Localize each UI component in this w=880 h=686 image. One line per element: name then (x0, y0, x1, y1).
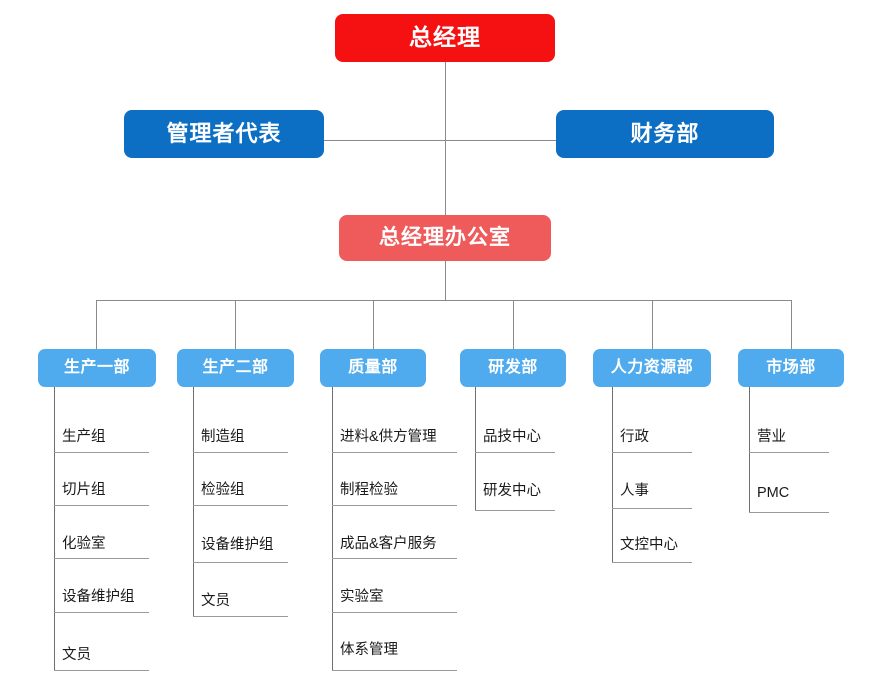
node-department-marketing[interactable]: 市场部 (738, 349, 844, 387)
node-management-representative[interactable]: 管理者代表 (124, 110, 324, 158)
subitem-5-3[interactable]: 文控中心 (620, 537, 678, 553)
subitem-1-1[interactable]: 生产组 (62, 429, 106, 445)
connector-subspine-6 (749, 387, 750, 512)
connector-drop-dept-5 (652, 300, 653, 349)
connector-subline-3-5 (332, 670, 457, 671)
subitem-6-2[interactable]: PMC (757, 485, 790, 501)
subitem-1-3[interactable]: 化验室 (62, 536, 106, 552)
node-general-manager-office[interactable]: 总经理办公室 (339, 215, 551, 261)
subitem-3-3[interactable]: 成品&客户服务 (340, 536, 437, 552)
connector-subline-4-1 (475, 452, 555, 453)
node-department-production-2[interactable]: 生产二部 (177, 349, 294, 387)
subitem-4-1[interactable]: 品技中心 (483, 429, 541, 445)
connector-subline-6-1 (749, 452, 829, 453)
connector-department-bar (96, 300, 792, 301)
subitem-1-4[interactable]: 设备维护组 (62, 589, 135, 605)
connector-drop-dept-2 (235, 300, 236, 349)
subitem-1-5[interactable]: 文员 (62, 647, 91, 663)
connector-subspine-4 (475, 387, 476, 510)
subitem-3-4[interactable]: 实验室 (340, 589, 384, 605)
connector-subline-3-1 (332, 452, 457, 453)
node-department-rd-label: 研发部 (488, 359, 538, 377)
node-department-quality[interactable]: 质量部 (320, 349, 426, 387)
connector-subline-2-2 (193, 505, 288, 506)
connector-subline-5-3 (612, 562, 692, 563)
node-management-representative-label: 管理者代表 (166, 120, 282, 146)
connector-subline-1-3 (54, 558, 149, 559)
node-department-production-1-label: 生产一部 (63, 359, 130, 377)
connector-subline-1-2 (54, 505, 149, 506)
node-general-manager-office-label: 总经理办公室 (379, 226, 511, 250)
connector-subline-2-1 (193, 452, 288, 453)
node-department-production-2-label: 生产二部 (202, 359, 269, 377)
subitem-3-1[interactable]: 进料&供方管理 (340, 429, 437, 445)
connector-drop-dept-3 (373, 300, 374, 349)
subitem-5-1[interactable]: 行政 (620, 429, 649, 445)
subitem-2-2[interactable]: 检验组 (201, 482, 245, 498)
subitem-4-2[interactable]: 研发中心 (483, 483, 541, 499)
connector-subline-5-2 (612, 508, 692, 509)
connector-subline-3-3 (332, 558, 457, 559)
subitem-5-2[interactable]: 人事 (620, 483, 649, 499)
node-department-hr[interactable]: 人力资源部 (593, 349, 711, 387)
node-finance-department-label: 财务部 (630, 120, 700, 146)
connector-level2-crossbar (324, 140, 566, 141)
node-department-production-1[interactable]: 生产一部 (38, 349, 156, 387)
subitem-2-1[interactable]: 制造组 (201, 429, 245, 445)
subitem-2-3[interactable]: 设备维护组 (201, 537, 274, 553)
node-department-hr-label: 人力资源部 (610, 359, 694, 377)
subitem-6-1[interactable]: 营业 (757, 429, 786, 445)
subitem-3-5[interactable]: 体系管理 (340, 642, 398, 658)
connector-subline-4-2 (475, 510, 555, 511)
connector-subspine-5 (612, 387, 613, 562)
node-root-label: 总经理 (409, 24, 481, 51)
connector-subspine-1 (54, 387, 55, 670)
connector-subline-1-5 (54, 670, 149, 671)
connector-drop-dept-1 (96, 300, 97, 349)
connector-drop-dept-6 (791, 300, 792, 349)
connector-subline-6-2 (749, 512, 829, 513)
connector-subline-3-2 (332, 505, 457, 506)
subitem-2-4[interactable]: 文员 (201, 593, 230, 609)
node-department-quality-label: 质量部 (348, 359, 398, 377)
node-root-general-manager[interactable]: 总经理 (335, 14, 555, 62)
connector-subspine-2 (193, 387, 194, 616)
node-department-marketing-label: 市场部 (766, 359, 816, 377)
connector-root-spine (445, 62, 446, 300)
subitem-3-2[interactable]: 制程检验 (340, 482, 398, 498)
connector-subline-5-1 (612, 452, 692, 453)
connector-subline-2-4 (193, 616, 288, 617)
subitem-1-2[interactable]: 切片组 (62, 482, 106, 498)
connector-subline-2-3 (193, 562, 288, 563)
connector-subline-3-4 (332, 612, 457, 613)
connector-subline-1-1 (54, 452, 149, 453)
node-finance-department[interactable]: 财务部 (556, 110, 774, 158)
node-department-rd[interactable]: 研发部 (460, 349, 566, 387)
connector-subspine-3 (332, 387, 333, 670)
connector-drop-dept-4 (513, 300, 514, 349)
connector-subline-1-4 (54, 612, 149, 613)
